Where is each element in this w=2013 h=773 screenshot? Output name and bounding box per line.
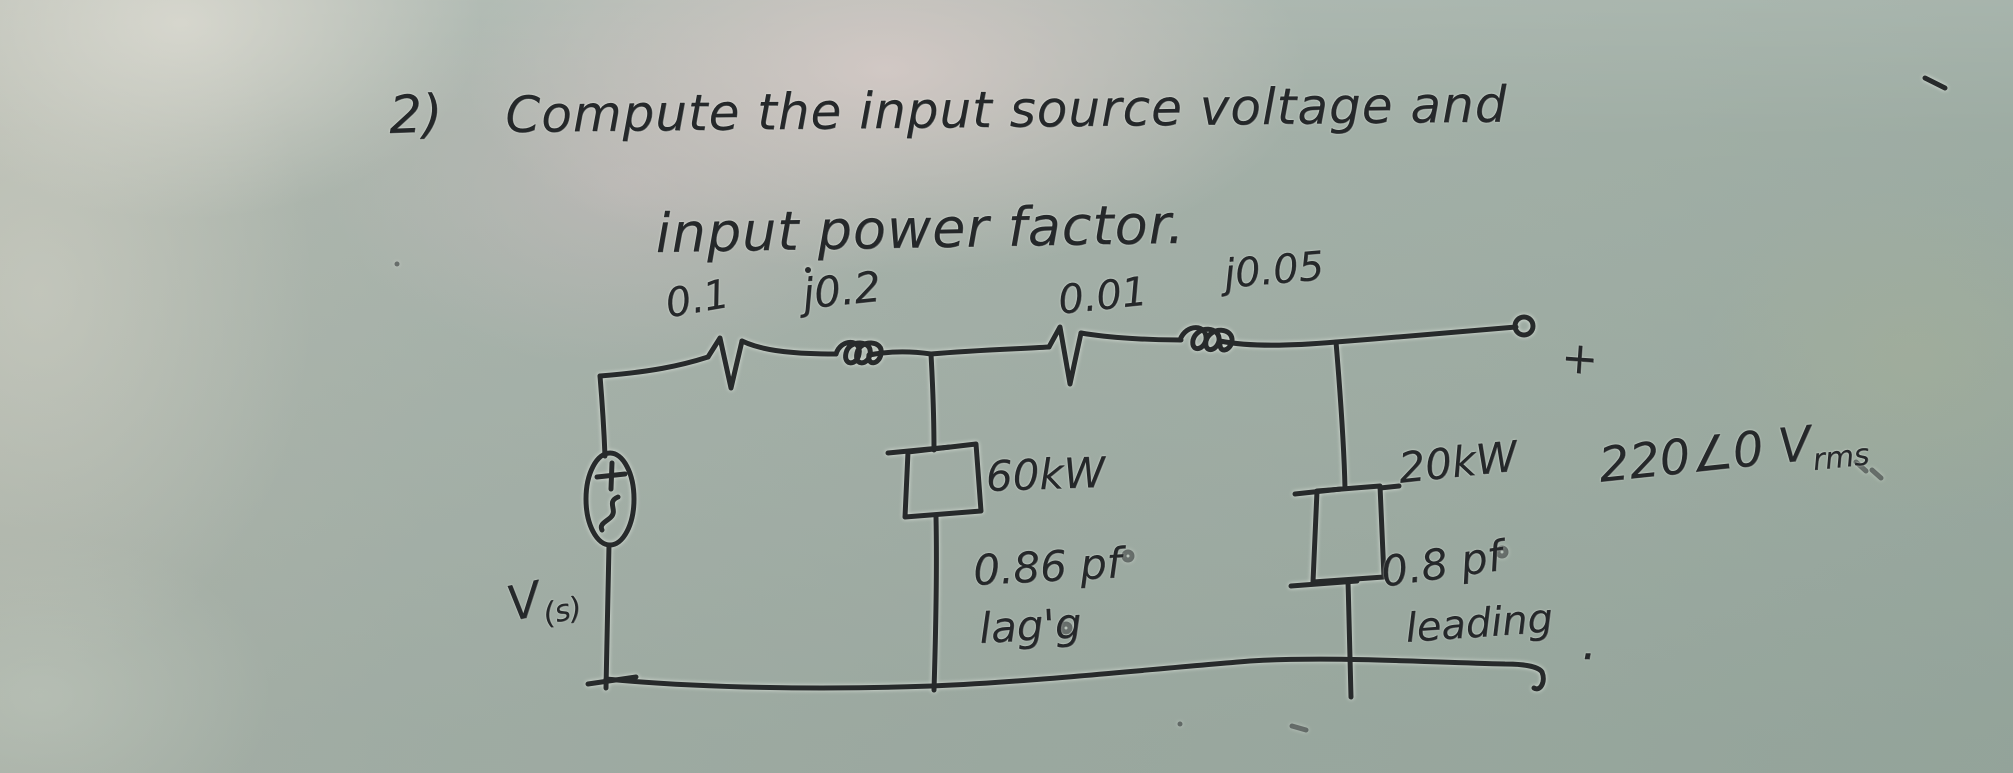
load-branch-2 [1288,339,1402,700]
load-branch-1 [885,351,984,693]
load1-pf-label: 0.86 pf [972,538,1123,595]
wire-segment [597,354,711,379]
wire-segment [597,373,608,459]
load1-power-label: 60kW [985,447,1106,501]
wire-segment [1333,339,1348,491]
minus-polarity-squiggle [598,494,621,533]
wire-segment [928,351,937,453]
impedance-label-r2: 0.01 [1056,268,1150,324]
period-mark: . [1582,616,1597,670]
resistor-symbol-2 [1046,324,1084,387]
wire-segment [1345,579,1354,700]
bottom-wire [585,656,1546,692]
inductor-symbol-1 [833,339,884,366]
wire-segment [739,338,839,357]
wire-segment [1078,330,1184,343]
load-box-1 [885,441,984,520]
terminal-voltage-sub: rms [1810,437,1872,478]
top-wire [597,324,1519,379]
terminal-node-icon [1512,314,1536,338]
ink-specks [394,75,1948,733]
wire-segment [1217,324,1519,348]
plus-polarity-mark [608,460,615,492]
voltage-source-icon [583,373,637,691]
impedance-label-x1: j0.2 [800,261,884,319]
impedance-label-x2: j0.05 [1222,243,1326,298]
problem-number: 2) [388,84,444,146]
resistor-symbol-1 [705,335,745,391]
wire-segment [866,349,934,358]
wire-segment [928,344,1052,357]
wire-segment [603,542,612,691]
load1-mode-label: lag'g [978,598,1083,653]
inductor-symbol-2 [1177,325,1235,353]
terminal-plus-sign: + [1559,332,1600,386]
wire-segment [931,514,939,693]
problem-title-line1: Compute the input source voltage and [505,75,1508,144]
wire-segment [603,656,1546,692]
problem-title-line2: input power factor. [655,192,1186,265]
